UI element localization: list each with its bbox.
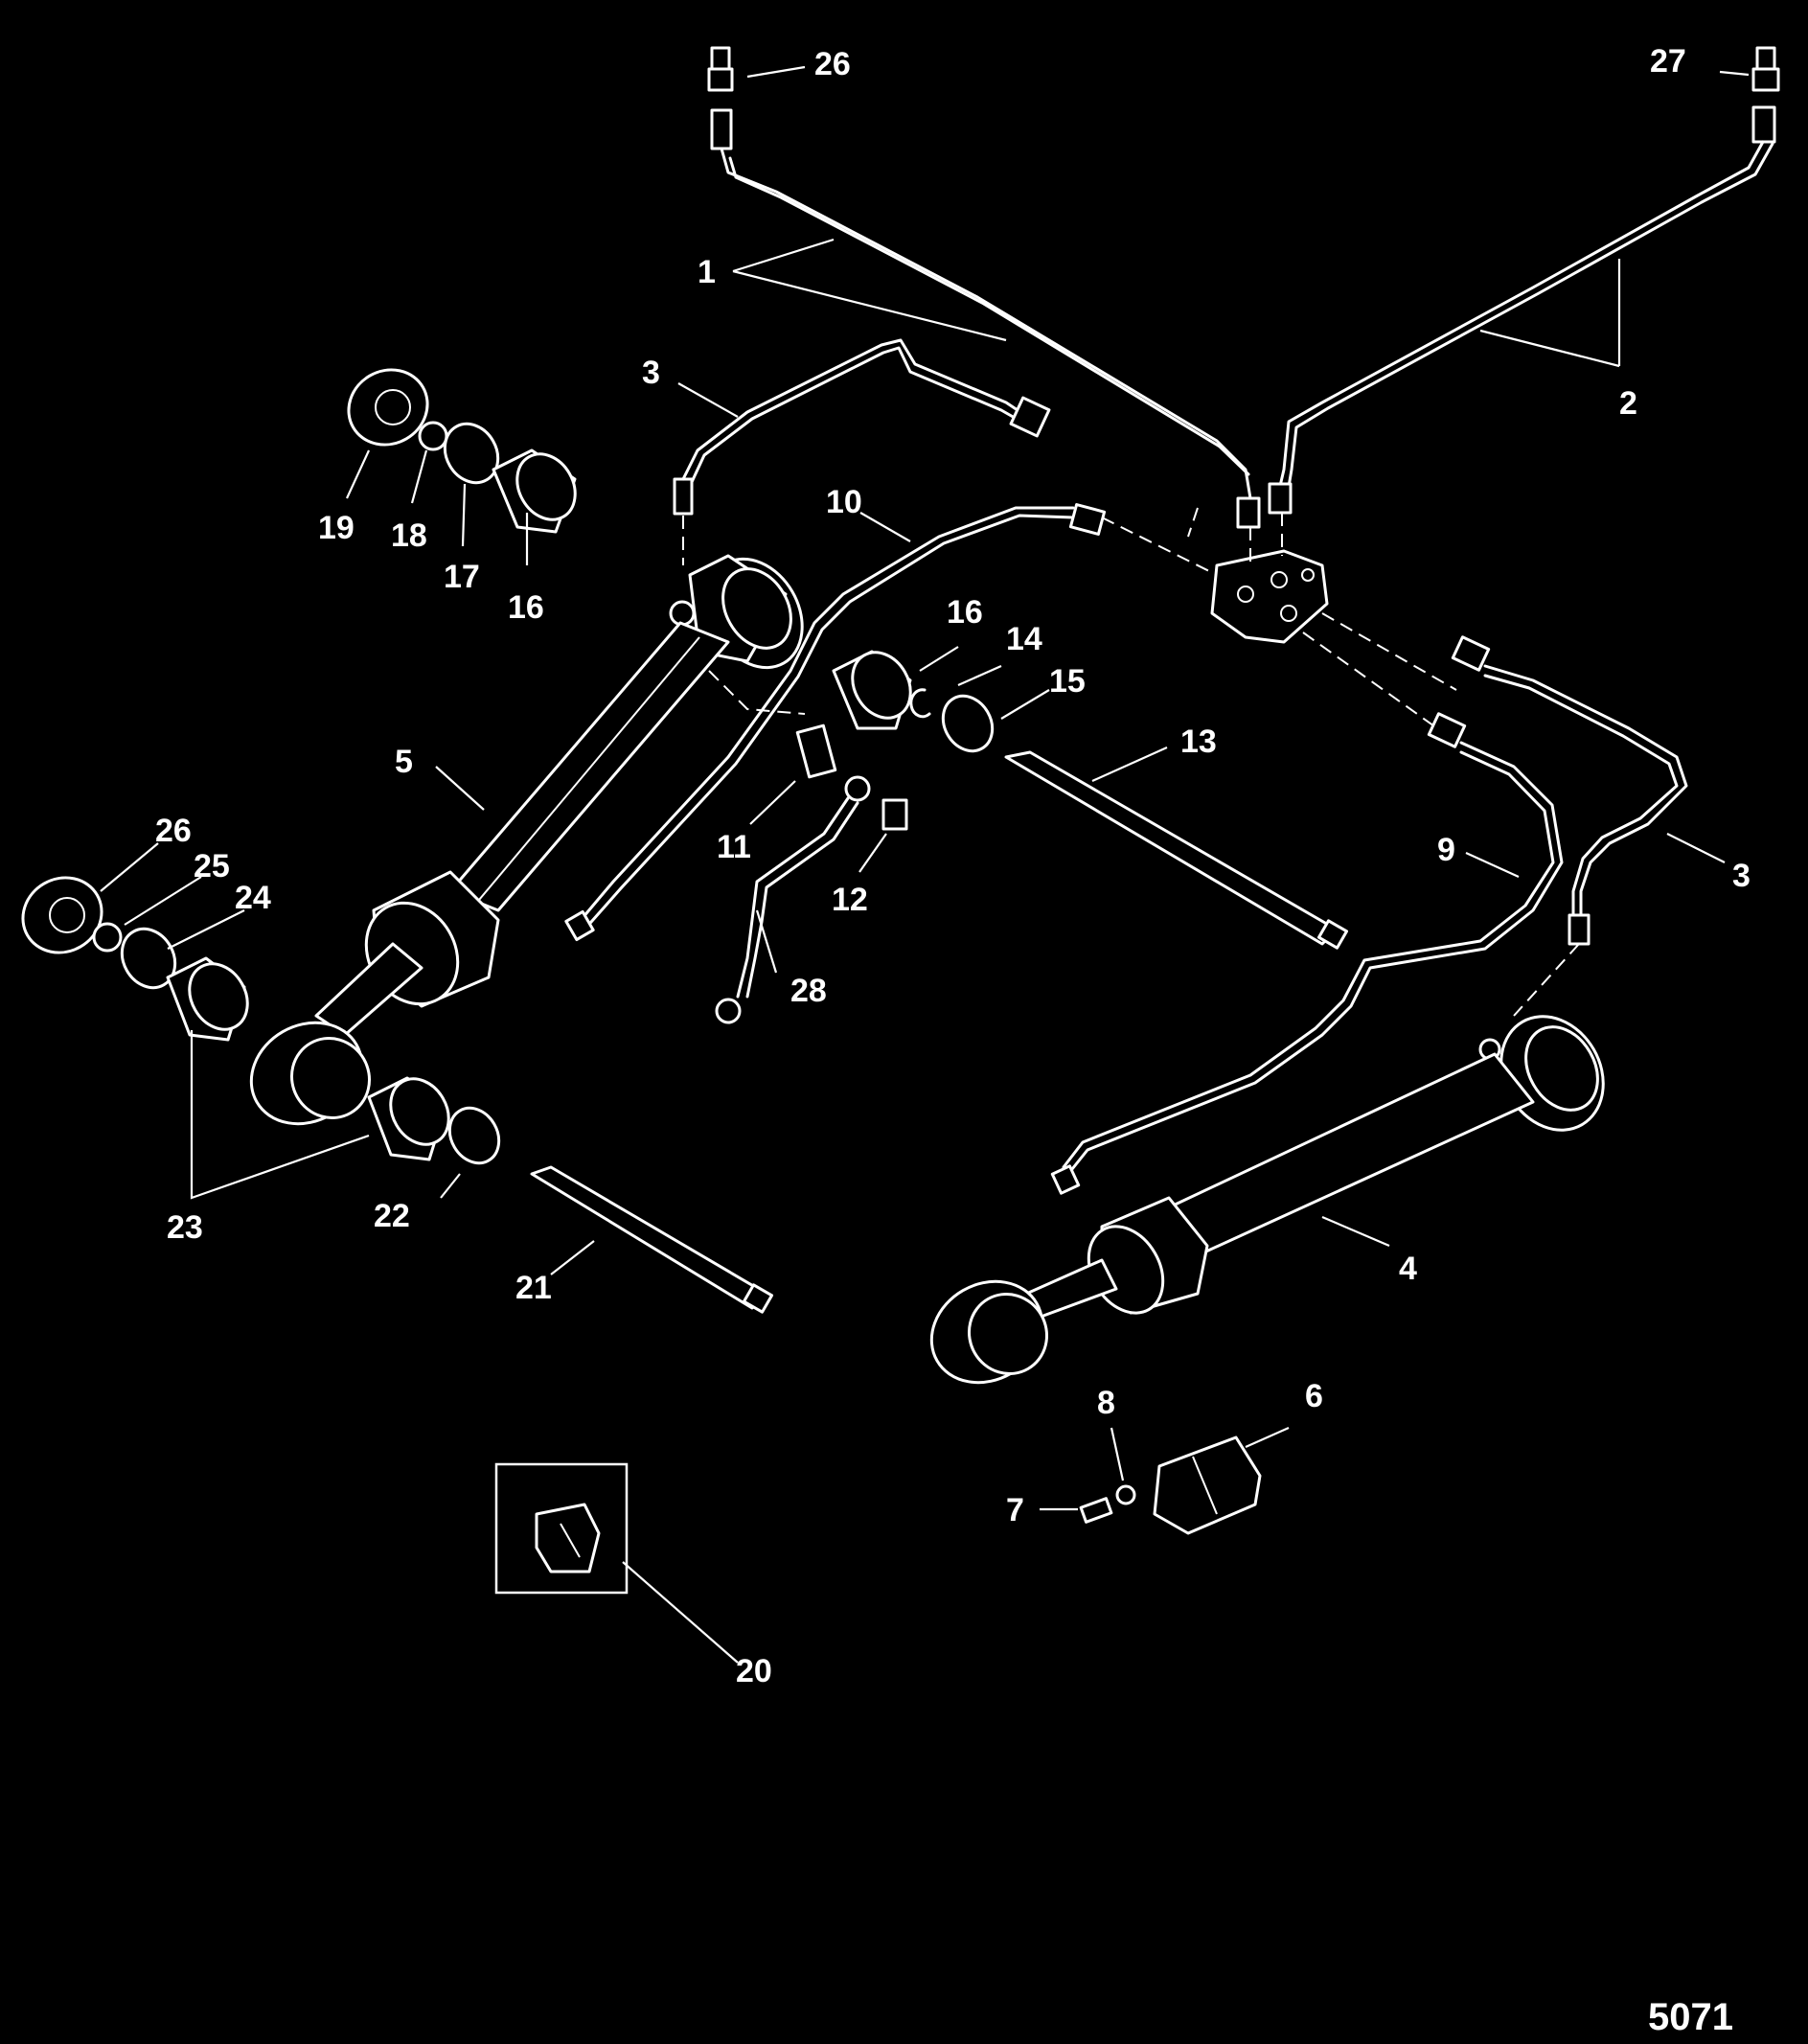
callout-9: 9 [1437,832,1455,868]
callout-6: 6 [1305,1378,1323,1414]
callout-11: 11 [717,829,751,865]
callout-19: 19 [318,510,355,546]
bushing-16-middle [832,650,912,730]
callout-21: 22 [374,1198,410,1234]
callout-28: 28 [790,973,827,1009]
callout-20: 21 [515,1270,552,1306]
ground-strap-28 [715,775,871,1024]
hose-9 [1050,712,1564,1195]
callout-3-right: 3 [1732,858,1751,894]
line-1-lower-fitting [1236,496,1261,529]
clip-14 [909,688,931,719]
callout-5: 5 [395,744,413,780]
bushing-16-upper [492,448,577,534]
callout-15: 15 [1049,663,1086,700]
callout-10: 10 [826,484,862,520]
callout-1: 1 [698,254,716,290]
inset-detail-27 [494,1462,629,1595]
callout-24: 25 [194,848,230,884]
hose-3-left [673,338,1051,516]
bushing-22-lower [367,1076,450,1161]
line-2-end-fitting [1751,105,1776,144]
washer-17 [443,422,500,485]
figure-number: 5071 [1648,1996,1733,2038]
line-1-end-fitting [710,108,733,150]
hydraulic-line-2 [1268,46,1780,515]
callout-27: 20 [736,1653,772,1689]
callout-17: 17 [444,559,480,595]
callout-7: 7 [1006,1492,1024,1528]
plate-11 [795,723,837,779]
hose-3-left-end-fitting [673,477,694,516]
fitting-26-left-cap [710,46,731,71]
washer-15 [941,694,995,753]
callout-25: 26 [155,813,192,849]
fitting-26-right-cap [1755,46,1776,71]
callout-3-left: 3 [642,355,660,391]
hydraulic-line-1 [707,46,1261,529]
cap-19 [347,368,429,447]
callout-16-middle: 16 [947,594,983,631]
cover-6 [1153,1435,1262,1535]
washer-8 [1115,1484,1136,1505]
trim-cylinder-4 [929,1015,1605,1385]
nut-24 [92,922,123,953]
cap-25 [21,876,103,954]
line-2-lower-fitting [1268,482,1293,515]
pin-13 [1004,750,1349,950]
manifold-block [1210,549,1329,644]
callout-14: 14 [1006,621,1042,657]
callout-2: 2 [1619,385,1637,422]
fitting-12 [881,798,908,831]
callout-12: 12 [832,882,868,918]
leader-lines [100,65,1750,1664]
callout-26-right: 27 [1650,43,1686,80]
washer-21 [447,1106,501,1165]
trim-cylinder-5 [249,554,804,1126]
hose-3-right [1451,635,1688,946]
fitting-26-right-nut [1751,67,1780,92]
callout-labels: 26 27 1 2 3 10 19 18 17 16 16 14 15 13 5… [155,43,1751,1689]
callout-8: 8 [1097,1385,1115,1421]
callout-26-left: 26 [814,46,851,82]
fitting-26-left-nut [707,67,734,92]
hose-10 [564,503,1107,942]
callout-13: 13 [1180,723,1217,760]
nut-18 [418,421,448,451]
washer-23 [120,927,177,990]
callout-18: 18 [391,517,427,554]
callout-16-upper: 16 [508,589,544,626]
pin-20 [530,1165,774,1314]
screw-7 [1079,1497,1113,1524]
bushing-22-upper [166,956,249,1042]
callout-22: 23 [167,1209,203,1246]
callout-4: 4 [1399,1251,1417,1287]
callout-23: 24 [235,880,271,916]
